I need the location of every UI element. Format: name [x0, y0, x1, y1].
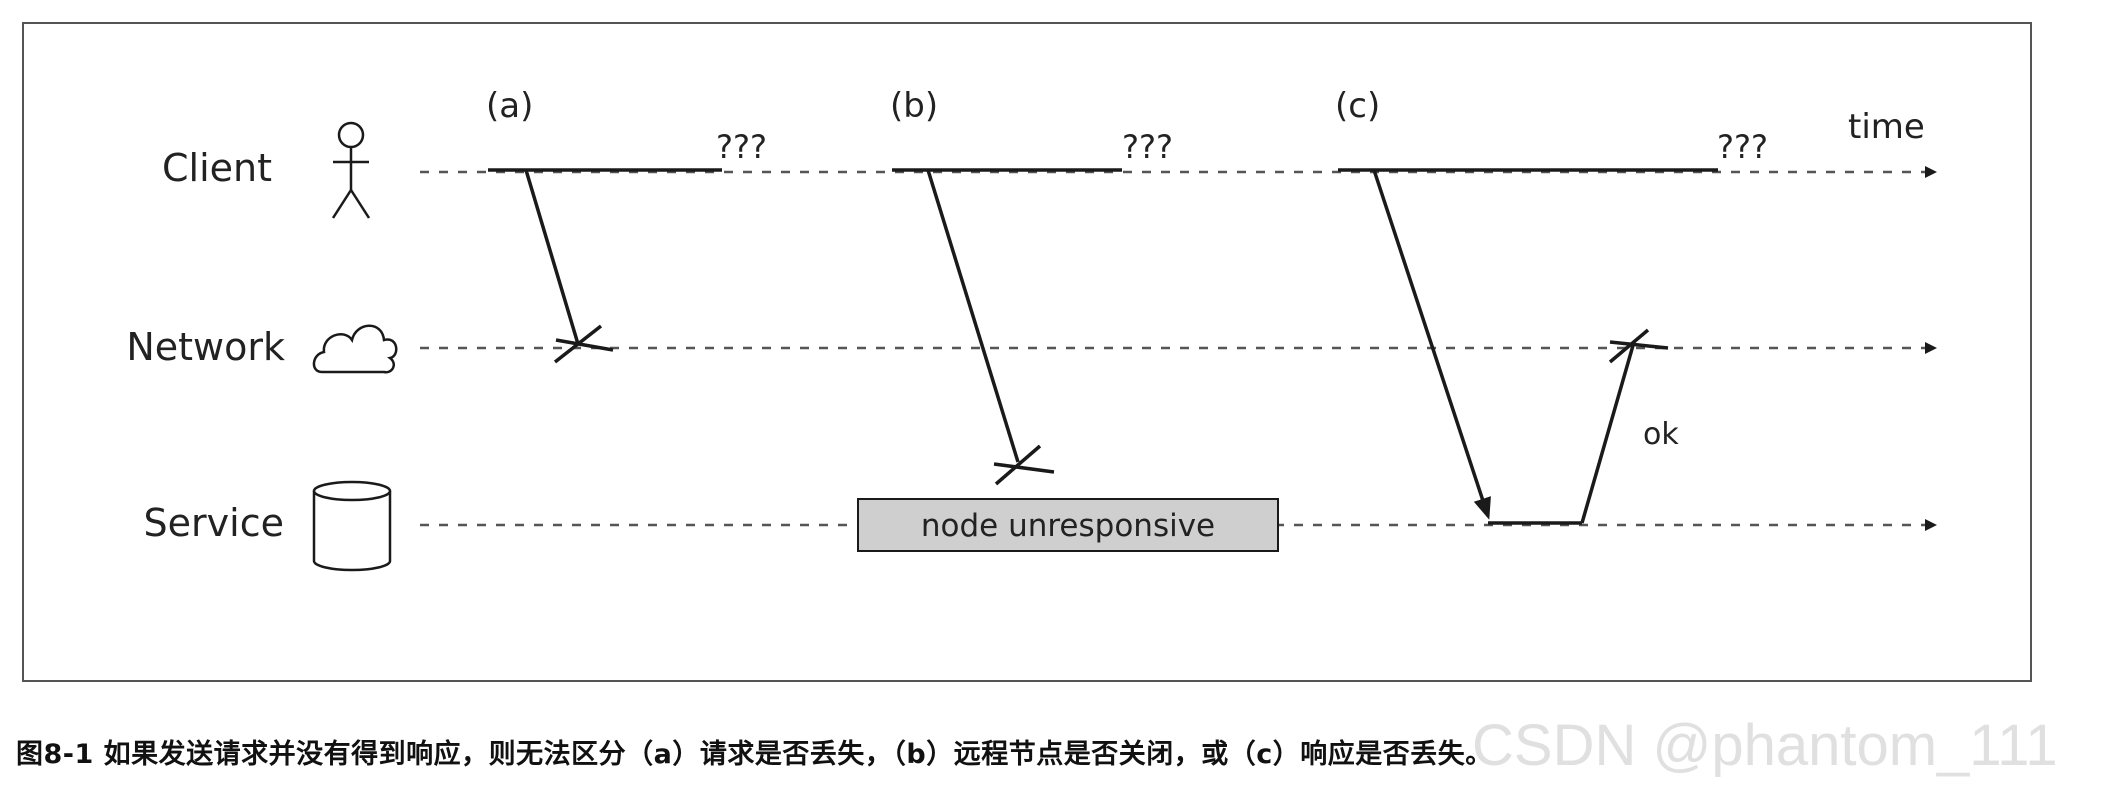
timeout-label-a: ???	[716, 128, 767, 166]
row-label-client: Client	[162, 146, 272, 190]
row-label-network: Network	[126, 325, 285, 369]
timeout-label-b: ???	[1122, 128, 1173, 166]
time-axis-label: time	[1848, 107, 1925, 147]
figure-caption: 图8-1 如果发送请求并没有得到响应，则无法区分（a）请求是否丢失，（b）远程节…	[16, 739, 1493, 770]
scenario-c-flow	[1338, 168, 1718, 525]
database-cylinder-icon	[312, 480, 392, 572]
scenario-a-flow	[488, 168, 722, 364]
cloud-icon	[312, 324, 398, 374]
scenario-label-b: (b)	[890, 86, 938, 126]
ok-label: ok	[1643, 417, 1679, 452]
row-label-service: Service	[144, 501, 284, 545]
watermark: CSDN @phantom_111	[1472, 713, 2058, 778]
scenario-label-c: (c)	[1335, 86, 1380, 126]
node-unresponsive-label: node unresponsive	[921, 508, 1215, 544]
node-unresponsive-box: node unresponsive	[857, 498, 1279, 552]
timing-diagram: Client Network Service node unresponsive…	[126, 86, 1937, 572]
figure-frame	[22, 22, 2032, 682]
scenario-label-a: (a)	[486, 86, 533, 126]
timeout-label-c: ???	[1717, 128, 1768, 166]
scenario-b-flow	[892, 168, 1122, 486]
stick-figure-icon	[331, 121, 371, 219]
